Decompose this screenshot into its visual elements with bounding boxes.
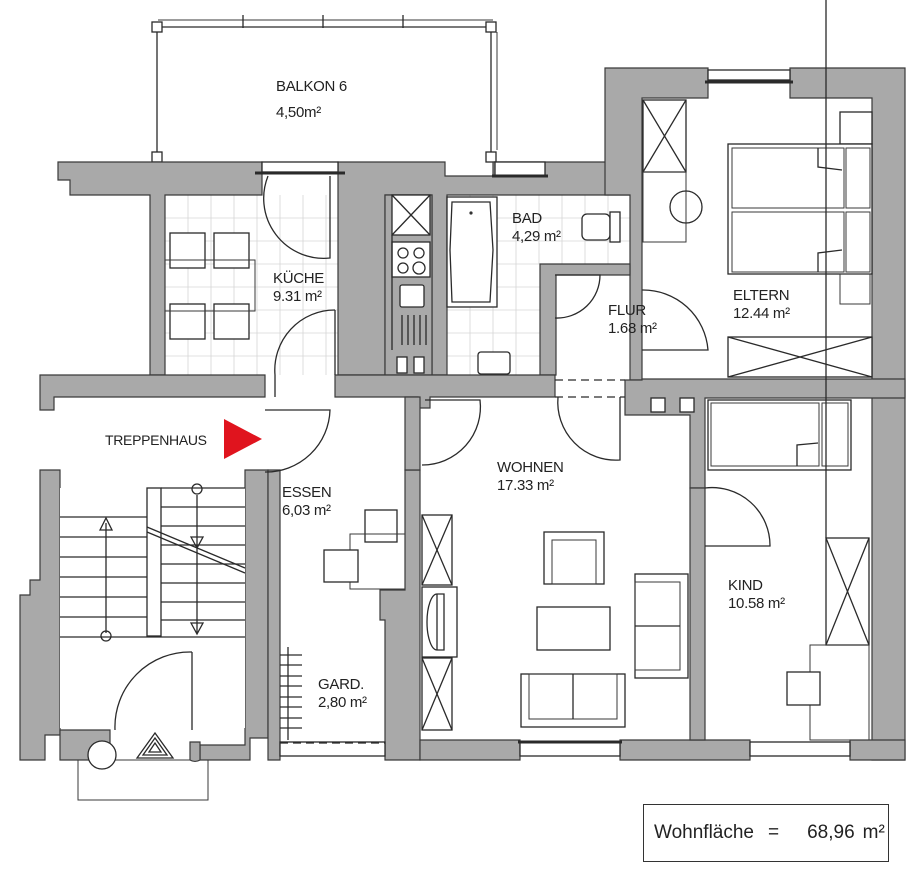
- room-area: 4,29 m²: [512, 228, 561, 245]
- room-name: GARD.: [318, 676, 365, 693]
- eltern-furniture: [642, 99, 873, 378]
- windows: [255, 69, 851, 757]
- room-name: ELTERN: [733, 287, 790, 304]
- room-area: 1.68 m²: [608, 320, 657, 337]
- room-label-flur: FLUR 1.68 m²: [608, 302, 657, 338]
- total-area-unit: m²: [862, 822, 885, 843]
- balcony-railing: [151, 15, 498, 163]
- total-area-value: 68,96: [807, 822, 855, 843]
- total-area-equals: =: [768, 822, 780, 843]
- room-area: 9.31 m²: [273, 288, 322, 305]
- room-name: ESSEN: [282, 484, 332, 501]
- bath-furniture: [446, 196, 621, 375]
- kitchen-furniture: [164, 194, 431, 350]
- room-area: 2,80 m²: [318, 694, 367, 711]
- room-area: 4,50m²: [276, 104, 321, 121]
- garderobe-rack: [280, 647, 385, 744]
- staircase: [60, 483, 246, 801]
- room-area: 10.58 m²: [728, 595, 785, 612]
- total-area-label: Wohnfläche: [654, 822, 754, 843]
- room-label-eltern: ELTERN 12.44 m²: [733, 287, 790, 323]
- essen-furniture: [323, 509, 406, 590]
- room-label-kind: KIND 10.58 m²: [728, 577, 785, 613]
- room-label-balkon: BALKON 6 4,50m²: [276, 78, 347, 122]
- room-area: 12.44 m²: [733, 305, 790, 322]
- room-label-kueche: KÜCHE 9.31 m²: [273, 270, 324, 306]
- room-name: FLUR: [608, 302, 646, 319]
- wohnen-furniture: [421, 514, 689, 731]
- kind-furniture: [707, 0, 870, 741]
- total-area-box: Wohnfläche = 68,96 m²: [643, 804, 889, 862]
- room-label-treppenhaus: TREPPENHAUS: [105, 431, 207, 449]
- room-label-gard: GARD. 2,80 m²: [318, 676, 367, 712]
- room-label-essen: ESSEN 6,03 m²: [282, 484, 332, 520]
- room-name: KÜCHE: [273, 270, 325, 287]
- room-name: BALKON 6: [276, 78, 347, 95]
- room-name: WOHNEN: [497, 459, 564, 476]
- room-label-wohnen: WOHNEN 17.33 m²: [497, 459, 564, 495]
- room-area: 6,03 m²: [282, 502, 331, 519]
- room-name: TREPPENHAUS: [105, 432, 207, 448]
- walls: [19, 67, 906, 761]
- room-name: KIND: [728, 577, 763, 594]
- room-label-bad: BAD 4,29 m²: [512, 210, 561, 246]
- room-area: 17.33 m²: [497, 477, 554, 494]
- room-name: BAD: [512, 210, 542, 227]
- doors: [263, 175, 771, 547]
